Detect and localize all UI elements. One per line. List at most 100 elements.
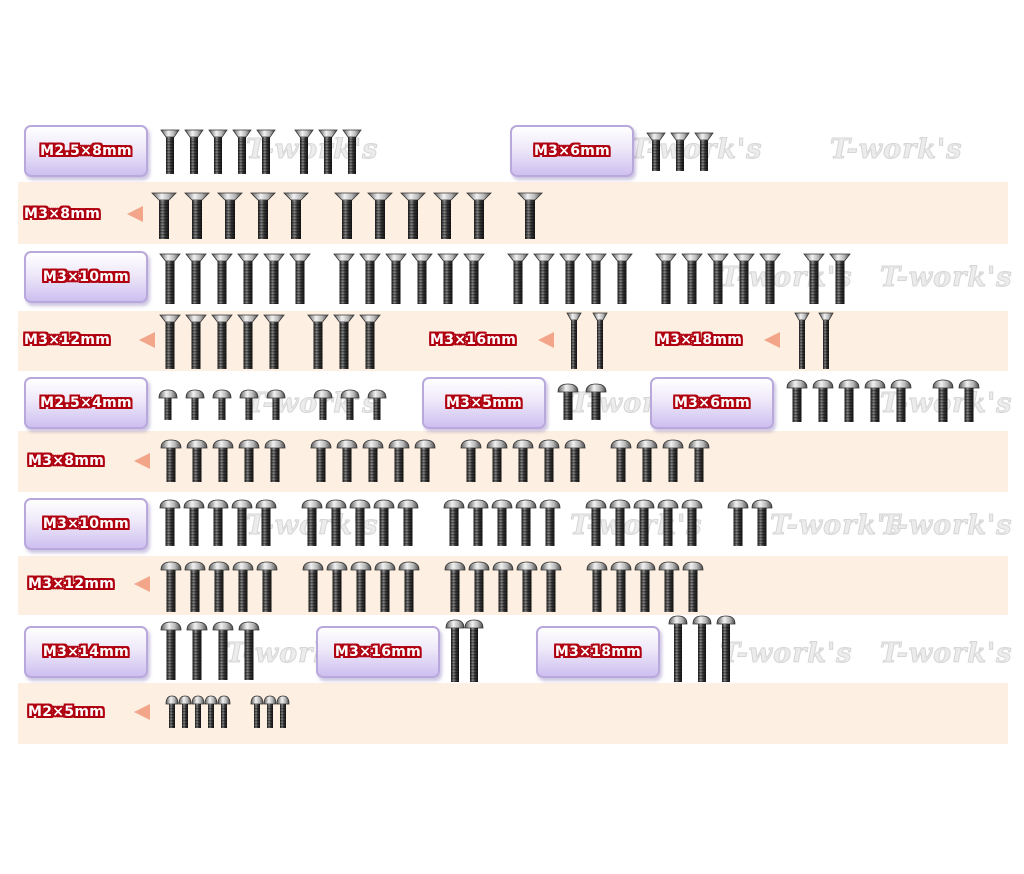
screw (540, 561, 562, 612)
pointer-arrow-icon (134, 704, 150, 720)
screw (232, 561, 254, 612)
screw (160, 439, 182, 482)
screw (238, 621, 260, 680)
screw (263, 253, 285, 304)
screw (433, 192, 459, 239)
screw (208, 561, 230, 612)
screw-group (160, 561, 704, 612)
size-label: M2×5mm (28, 704, 105, 720)
screw (367, 192, 393, 239)
watermark: T-work's (829, 134, 963, 166)
screw (486, 439, 508, 482)
screw (266, 389, 286, 420)
screw (398, 561, 420, 612)
screw (958, 379, 980, 422)
screw (207, 499, 229, 546)
row-band-m3x8-button (18, 431, 1008, 492)
row-band-m3x12-button (18, 556, 1008, 615)
screw (362, 439, 384, 482)
screw (158, 389, 178, 420)
screw (662, 439, 684, 482)
screw (585, 253, 607, 304)
pointer-arrow-icon (134, 576, 150, 592)
screw (444, 561, 466, 612)
screw (350, 561, 372, 612)
screw (786, 379, 808, 422)
screw (467, 499, 489, 546)
screw (184, 129, 204, 174)
screw (359, 253, 381, 304)
screw (276, 695, 290, 728)
size-label: M3×6mm (533, 143, 611, 159)
screw (264, 439, 286, 482)
screw (468, 561, 490, 612)
pointer-arrow-icon (139, 332, 155, 348)
screw (373, 499, 395, 546)
size-label: M3×18mm (554, 644, 642, 660)
size-tag-m3x6-button: M3×6mm (650, 377, 774, 429)
screw (443, 499, 465, 546)
screw (184, 561, 206, 612)
screw-group (794, 312, 834, 369)
screw (289, 253, 311, 304)
screw (183, 499, 205, 546)
pointer-arrow-icon (134, 453, 150, 469)
size-tag-m3x12-button: M3×12mm (28, 572, 114, 596)
screw-group (151, 192, 543, 239)
size-tag-m3x8-countersunk: M3×8mm (24, 202, 100, 226)
screw (657, 499, 679, 546)
screw-group (668, 615, 736, 682)
screw (325, 499, 347, 546)
screw-group (159, 314, 381, 369)
screw-group (445, 619, 484, 682)
screw (655, 253, 677, 304)
size-tag-m3x10-button: M3×10mm (24, 498, 148, 550)
size-label: M3×12mm (28, 576, 115, 592)
watermark: T-work's (879, 262, 1013, 294)
screw (539, 499, 561, 546)
screw (204, 695, 218, 728)
size-tag-m3x8-button: M3×8mm (28, 449, 104, 473)
watermark: T-work's (879, 638, 1013, 670)
screw (491, 499, 513, 546)
screw (592, 312, 608, 369)
screw (307, 314, 329, 369)
screw (585, 383, 607, 420)
size-label: M3×8mm (28, 453, 105, 469)
screw (610, 439, 632, 482)
screw (256, 129, 276, 174)
screw (507, 253, 529, 304)
screw (681, 499, 703, 546)
screw (237, 314, 259, 369)
screw (794, 312, 810, 369)
screw (301, 499, 323, 546)
screw (818, 312, 834, 369)
row-band-m3x12-countersunk (18, 311, 1008, 371)
screw-group (158, 389, 387, 420)
screw (294, 129, 314, 174)
screw (611, 253, 633, 304)
screw (564, 439, 586, 482)
size-tag-m2-5x4: M2.5×4mm (24, 377, 148, 429)
screw (211, 314, 233, 369)
screw (610, 561, 632, 612)
size-label: M3×8mm (24, 206, 101, 222)
screw (411, 253, 433, 304)
screw (217, 192, 243, 239)
screw (336, 439, 358, 482)
screw-group (160, 621, 260, 680)
screw (445, 619, 465, 682)
screw (716, 615, 736, 682)
screw (759, 253, 781, 304)
size-label: M2.5×4mm (40, 395, 132, 411)
screw (517, 192, 543, 239)
screw-group (159, 499, 773, 546)
screw (326, 561, 348, 612)
screw-group (165, 695, 290, 728)
screw (160, 621, 182, 680)
screw-group (160, 129, 362, 174)
screw (186, 621, 208, 680)
screw (566, 312, 582, 369)
screw (159, 253, 181, 304)
